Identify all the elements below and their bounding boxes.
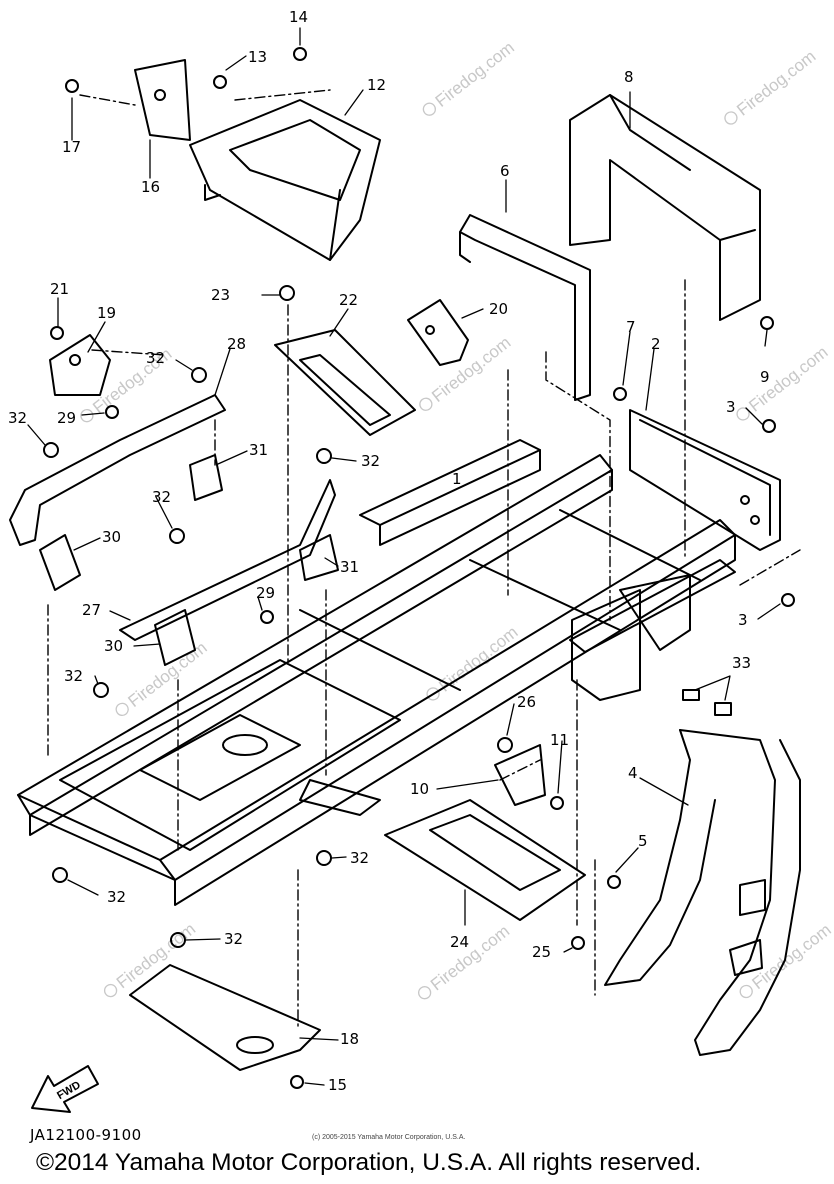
svg-text:Firedog.com: Firedog.com [428, 333, 514, 406]
label-part-28: 28 [227, 335, 246, 353]
main-frame-drawing [17, 439, 736, 906]
nut-32a-icon [191, 367, 207, 383]
label-part-23: 23 [211, 286, 230, 304]
label-part-3b: 3 [738, 611, 748, 629]
part-labels: 14 13 12 8 17 16 6 21 23 22 20 19 7 28 2… [8, 8, 770, 1094]
label-part-7: 7 [626, 318, 636, 336]
plate-22-drawing [274, 329, 416, 436]
label-part-32e: 32 [64, 667, 83, 685]
label-part-30a: 30 [102, 528, 121, 546]
label-part-17: 17 [62, 138, 81, 156]
label-part-30b: 30 [104, 637, 123, 655]
bolt-15-icon [290, 1075, 304, 1089]
nut-32h-icon [170, 932, 186, 948]
label-part-27: 27 [82, 601, 101, 619]
nut-32e-icon [93, 682, 109, 698]
label-part-16: 16 [141, 178, 160, 196]
label-part-19: 19 [97, 304, 116, 322]
small-copyright-notice: (c) 2005-2015 Yamaha Motor Corporation, … [312, 1134, 466, 1141]
svg-text:Firedog.com: Firedog.com [745, 343, 831, 416]
bolt-3a-icon [762, 419, 776, 433]
label-part-32h: 32 [224, 930, 243, 948]
drawing-number: JA12100-9100 [30, 1126, 142, 1144]
label-part-4: 4 [628, 764, 638, 782]
label-part-22: 22 [339, 291, 358, 309]
bolt-9-icon [760, 316, 774, 330]
fasteners-drawing [43, 47, 795, 1089]
grommet-33b-icon [714, 702, 732, 716]
label-part-3a: 3 [726, 398, 736, 416]
label-part-6: 6 [500, 162, 510, 180]
nut-32d-icon [169, 528, 185, 544]
mounts-drawing [39, 454, 339, 666]
stays-drawing [9, 394, 336, 641]
bracket-20-drawing [407, 299, 469, 366]
roll-bar-bracket-drawing [459, 214, 591, 401]
roll-bar-drawing [604, 729, 801, 1056]
bolt-29b-icon [260, 610, 274, 624]
bolt-23-icon [279, 285, 295, 301]
plate-10-drawing [494, 744, 546, 806]
rear-bracket-drawing [629, 409, 781, 551]
label-part-31b: 31 [340, 558, 359, 576]
bolt-7-icon [613, 387, 627, 401]
label-part-32b: 32 [8, 409, 27, 427]
leader-lines [27, 27, 781, 1086]
svg-text:Firedog.com: Firedog.com [125, 638, 211, 711]
label-part-32c: 32 [361, 452, 380, 470]
bolt-25-icon [571, 936, 585, 950]
label-part-21: 21 [50, 280, 69, 298]
grommet-33a-icon [682, 689, 700, 701]
nut-32f-icon [316, 850, 332, 866]
copyright-notice: ©2014 Yamaha Motor Corporation, U.S.A. A… [36, 1149, 702, 1176]
bolt-5-icon [607, 875, 621, 889]
label-part-20: 20 [489, 300, 508, 318]
label-part-29b: 29 [256, 584, 275, 602]
console-bracket-drawing [134, 59, 381, 261]
bolt-3b-icon [781, 593, 795, 607]
label-part-32g: 32 [107, 888, 126, 906]
nut-32b-icon [43, 442, 59, 458]
label-part-8: 8 [624, 68, 634, 86]
grommet-26-icon [497, 737, 513, 753]
label-part-5: 5 [638, 832, 648, 850]
label-part-25: 25 [532, 943, 551, 961]
svg-text:Firedog.com: Firedog.com [427, 921, 513, 994]
nut-32c-icon [316, 448, 332, 464]
label-part-24: 24 [450, 933, 469, 951]
label-part-18: 18 [340, 1030, 359, 1048]
bolt-13-icon [213, 75, 227, 89]
skid-plates-drawing [129, 799, 586, 1071]
upper-bracket-drawing [569, 94, 761, 321]
label-part-33: 33 [732, 654, 751, 672]
label-part-32f: 32 [350, 849, 369, 867]
label-part-12: 12 [367, 76, 386, 94]
label-part-13: 13 [248, 48, 267, 66]
label-part-15: 15 [328, 1076, 347, 1094]
label-part-1: 1 [452, 470, 462, 488]
fwd-arrow-icon: FWD [31, 1065, 99, 1113]
svg-text:Firedog.com: Firedog.com [432, 38, 518, 111]
label-part-29a: 29 [57, 409, 76, 427]
label-part-9: 9 [760, 368, 770, 386]
svg-text:Firedog.com: Firedog.com [733, 47, 819, 120]
label-part-32a: 32 [146, 349, 165, 367]
bolt-21-icon [50, 326, 64, 340]
bolt-14-icon [293, 47, 307, 61]
svg-text:Firedog.com: Firedog.com [113, 919, 199, 992]
label-part-31a: 31 [249, 441, 268, 459]
bolt-29a-icon [105, 405, 119, 419]
bolt-11-icon [550, 796, 564, 810]
nut-32g-icon [52, 867, 68, 883]
label-part-26: 26 [517, 693, 536, 711]
assembly-lines [47, 89, 801, 1031]
bolt-17-icon [65, 79, 79, 93]
plate-19-drawing [49, 334, 111, 396]
label-part-10: 10 [410, 780, 429, 798]
label-part-2: 2 [651, 335, 661, 353]
label-part-14: 14 [289, 8, 308, 26]
label-part-32d: 32 [152, 488, 171, 506]
label-part-11: 11 [550, 731, 569, 749]
